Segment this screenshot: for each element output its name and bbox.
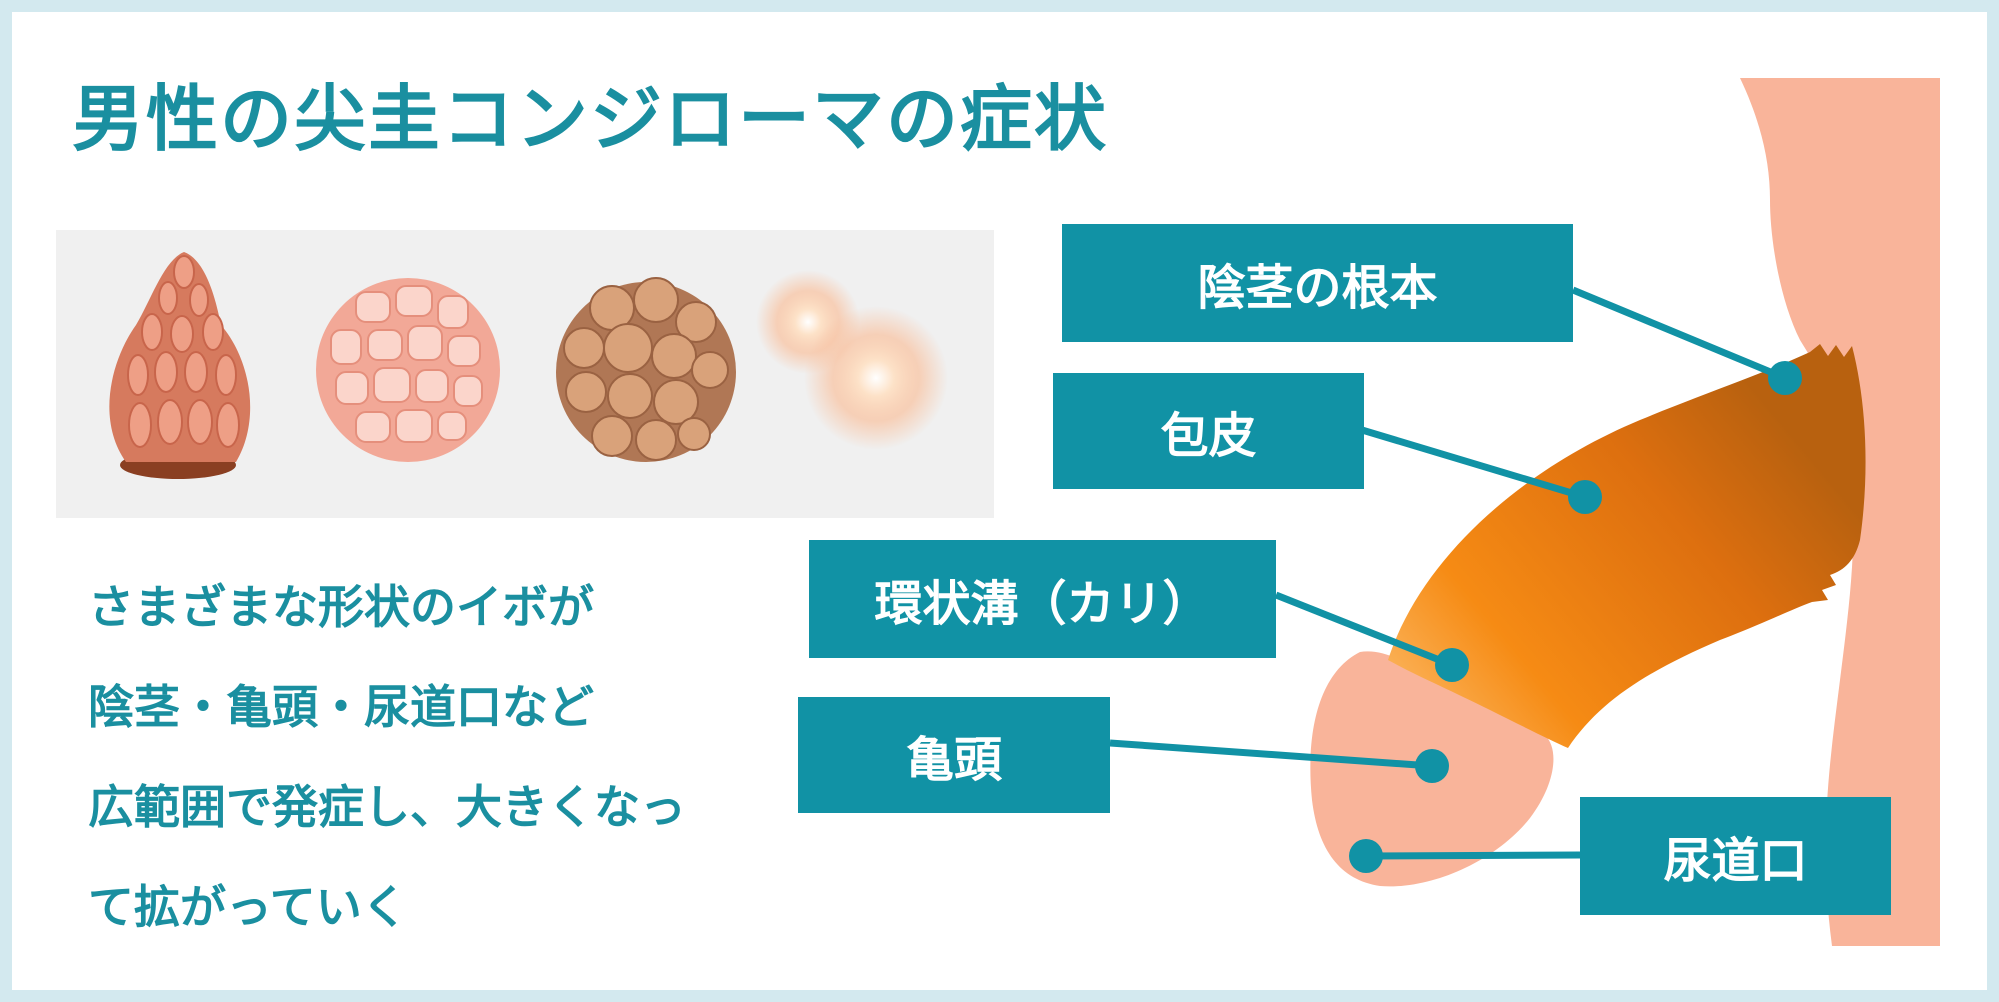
- label-urethral-opening: 尿道口: [1580, 797, 1891, 915]
- description-line-1: さまざまな形状のイボが: [88, 580, 594, 634]
- glowing-spot-icon: [756, 270, 948, 450]
- label-foreskin: 包皮: [1053, 373, 1364, 489]
- flat-wart-icon: [316, 278, 500, 462]
- pointed-wart-icon: [109, 252, 251, 479]
- label-glans: 亀頭: [798, 697, 1110, 813]
- marker-root: [1768, 361, 1802, 395]
- body-skin: [1740, 78, 1940, 946]
- connector-line-glans: [1109, 739, 1433, 770]
- marker-glans: [1415, 749, 1449, 783]
- connector-line-foreskin: [1360, 426, 1587, 501]
- marker-urethral-opening: [1349, 839, 1383, 873]
- connector-line-root: [1571, 286, 1787, 382]
- connector-line-coronal-sulcus: [1274, 591, 1454, 669]
- wart-types-illustration: [109, 252, 948, 479]
- label-coronal-sulcus: 環状溝（カリ）: [809, 540, 1276, 658]
- page-title: 男性の尖圭コンジローマの症状: [72, 77, 1109, 161]
- marker-coronal-sulcus: [1435, 648, 1469, 682]
- description-text: さまざまな形状のイボが 陰茎・亀頭・尿道口など 広範囲で発症し、大きくなっ て拡…: [88, 578, 686, 978]
- label-root: 陰茎の根本: [1062, 224, 1573, 342]
- shaft-shape: [1388, 344, 1866, 748]
- marker-foreskin: [1568, 480, 1602, 514]
- description-line-4: て拡がっていく: [88, 880, 408, 934]
- description-line-2: 陰茎・亀頭・尿道口など: [88, 680, 594, 734]
- connector-line-urethral-opening: [1365, 851, 1581, 860]
- description-line-3: 広範囲で発症し、大きくなっ: [88, 780, 686, 834]
- papular-wart-icon: [556, 277, 736, 462]
- wart-types-panel: [56, 230, 994, 518]
